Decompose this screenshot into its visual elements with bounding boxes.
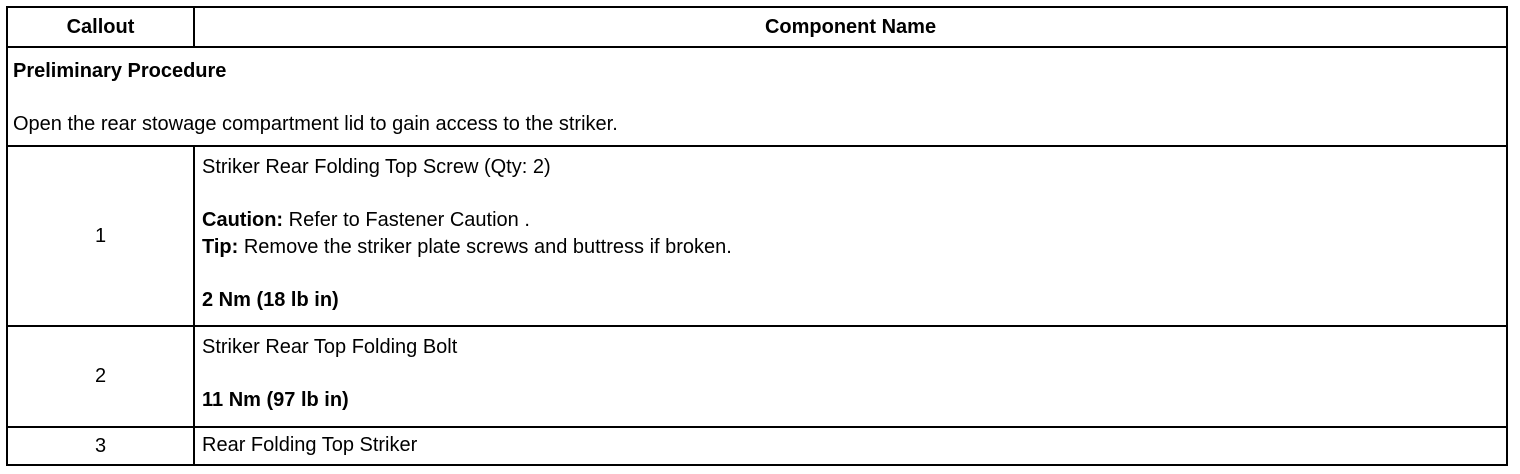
- preliminary-text: Open the rear stowage compartment lid to…: [13, 113, 618, 135]
- component-name: Striker Rear Folding Top Screw (Qty: 2): [202, 156, 551, 178]
- procedure-table: Callout Component Name Preliminary Proce…: [6, 6, 1508, 466]
- tip-text: Remove the striker plate screws and butt…: [238, 236, 732, 258]
- preliminary-row: Preliminary Procedure Open the rear stow…: [6, 46, 1508, 147]
- table-row: 2 Striker Rear Top Folding Bolt 11 Nm (9…: [6, 325, 1508, 428]
- header-callout: Callout: [6, 6, 195, 48]
- tip-label: Tip:: [202, 236, 239, 258]
- component-name: Rear Folding Top Striker: [202, 434, 418, 456]
- component-cell: Striker Rear Folding Top Screw (Qty: 2) …: [193, 145, 1508, 327]
- caution-text: Refer to Fastener Caution .: [283, 209, 530, 231]
- table-row: 3 Rear Folding Top Striker: [6, 426, 1508, 466]
- header-row: Callout Component Name: [6, 6, 1508, 48]
- header-component-name: Component Name: [193, 6, 1508, 48]
- callout-cell: 3: [6, 426, 195, 466]
- callout-cell: 1: [6, 145, 195, 327]
- component-name: Striker Rear Top Folding Bolt: [202, 336, 458, 358]
- tip-line: Tip: Remove the striker plate screws and…: [202, 234, 1506, 261]
- table-row: 1 Striker Rear Folding Top Screw (Qty: 2…: [6, 145, 1508, 327]
- torque-spec: 11 Nm (97 lb in): [202, 389, 349, 411]
- torque-spec: 2 Nm (18 lb in): [202, 289, 339, 311]
- caution-line: Caution: Refer to Fastener Caution .: [202, 207, 1506, 234]
- callout-cell: 2: [6, 325, 195, 428]
- preliminary-cell: Preliminary Procedure Open the rear stow…: [6, 46, 1508, 147]
- caution-label: Caution:: [202, 209, 284, 231]
- component-cell: Rear Folding Top Striker: [193, 426, 1508, 466]
- component-cell: Striker Rear Top Folding Bolt 11 Nm (97 …: [193, 325, 1508, 428]
- preliminary-title: Preliminary Procedure: [13, 60, 227, 82]
